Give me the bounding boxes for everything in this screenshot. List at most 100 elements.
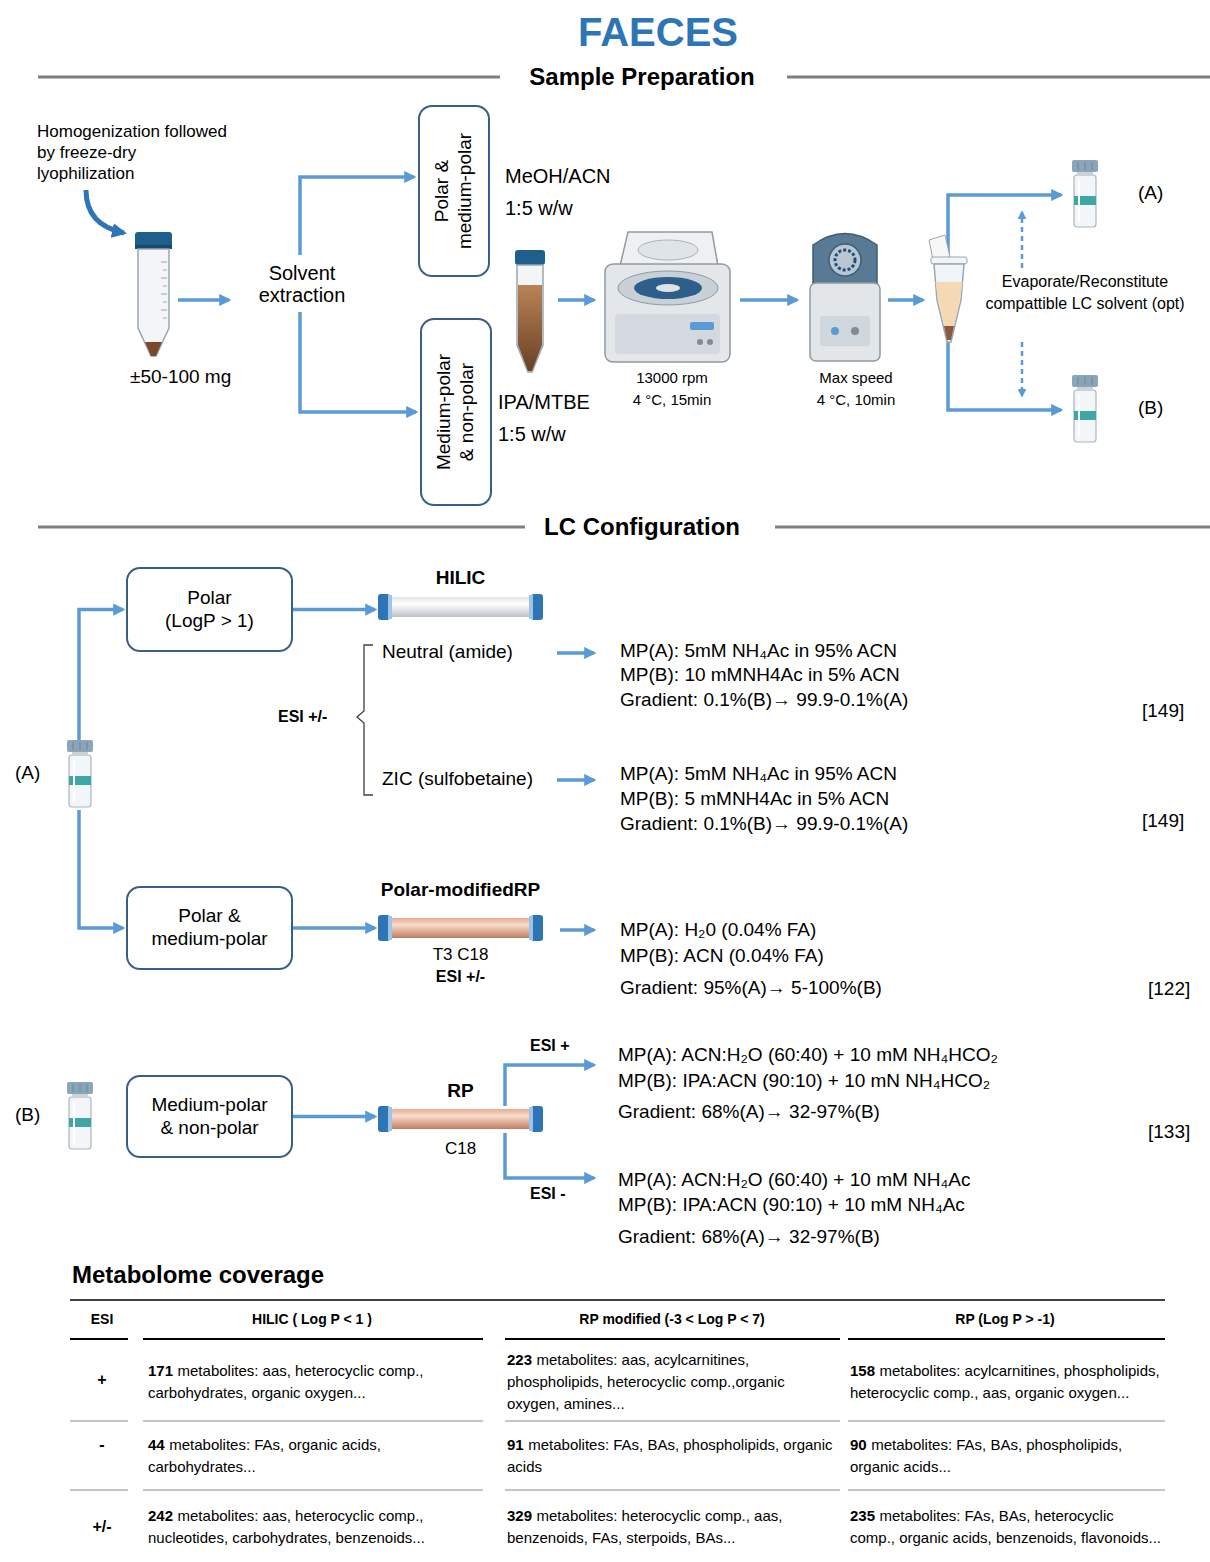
microcentrifuge bbox=[813, 234, 877, 286]
section-rule bbox=[38, 76, 500, 79]
mobile-phase: MP(A): ACN:H₂O (60:40) + 10 mM NH₄HCO₂ bbox=[618, 1044, 998, 1067]
table-title: Metabolome coverage bbox=[72, 1261, 324, 1290]
vial-icon bbox=[69, 1118, 91, 1127]
metabolite-count: 235 bbox=[850, 1507, 875, 1524]
mobile-phase: MP(A): 5mM NH₄Ac in 95% ACN bbox=[620, 763, 897, 786]
centrifuge bbox=[620, 232, 718, 266]
metabolite-classes: metabolites: FAs, organic acids, carbohy… bbox=[148, 1436, 381, 1475]
solvent-tube bbox=[517, 265, 543, 372]
gradient: Gradient: 95%(A)→ 5-100%(B) bbox=[620, 977, 882, 1000]
metabolite-count: 44 bbox=[148, 1436, 165, 1453]
flow-connector bbox=[79, 810, 123, 928]
flow-arrow bbox=[178, 177, 1061, 412]
vial-icon bbox=[69, 776, 91, 785]
table-cell: 91metabolites: FAs, BAs, phospholipids, … bbox=[507, 1424, 837, 1488]
polarity-box: Polar (LogP > 1) bbox=[126, 567, 293, 652]
column-icon bbox=[388, 595, 392, 619]
microcentrifuge bbox=[835, 250, 855, 270]
column-detail: T3 C18 bbox=[378, 945, 543, 965]
vial-icon bbox=[73, 760, 75, 802]
flow-connector bbox=[79, 610, 123, 741]
reference: [149] bbox=[1142, 810, 1184, 833]
vial-label: (A) bbox=[15, 762, 40, 784]
column-name: Polar-modifiedRP bbox=[378, 879, 543, 901]
solvent-box: Polar & medium-polar bbox=[418, 105, 490, 277]
vial-icon bbox=[69, 1097, 91, 1149]
table-cell-text: 44metabolites: FAs, organic acids, carbo… bbox=[148, 1434, 478, 1478]
microcentrifuge bbox=[829, 244, 861, 276]
metabolite-classes: metabolites: FAs, BAs, phospholipids, or… bbox=[507, 1436, 833, 1475]
lc-column: HILIC bbox=[378, 562, 543, 624]
metabolite-classes: metabolites: FAs, BAs, heterocyclic comp… bbox=[850, 1507, 1161, 1546]
section-rule bbox=[787, 76, 1210, 79]
optional-arrow bbox=[1021, 342, 1024, 396]
box-label: Polar & medium-polar bbox=[431, 129, 477, 254]
centrifuge bbox=[697, 339, 703, 345]
solvent-tube bbox=[515, 250, 545, 372]
column-detail: C18 bbox=[378, 1139, 543, 1159]
vial-icon bbox=[67, 740, 93, 808]
solvent-tube bbox=[515, 250, 545, 265]
box-label: Polar & medium-polar bbox=[147, 905, 272, 951]
mobile-phase: MP(B): 10 mMNH4Ac in 5% ACN bbox=[620, 664, 900, 687]
flow-arrow bbox=[948, 300, 1061, 410]
vial-icon bbox=[73, 742, 74, 750]
mobile-phase: MP(B): 5 mMNH4Ac in 5% ACN bbox=[620, 788, 889, 811]
flow-connector bbox=[293, 1115, 375, 1119]
table-rule bbox=[70, 1421, 1165, 1490]
bracket bbox=[357, 645, 373, 795]
flow-connector bbox=[293, 926, 375, 930]
column-icon bbox=[386, 1109, 535, 1129]
vial-icon bbox=[1092, 162, 1093, 170]
esi-mode: +/- bbox=[92, 1517, 111, 1536]
microtube bbox=[944, 326, 954, 340]
vial-icon bbox=[73, 1102, 75, 1144]
gradient: Gradient: 0.1%(B)→ 99.9-0.1%(A) bbox=[620, 689, 908, 712]
solvent-tube bbox=[518, 285, 542, 371]
table-header: RP (Log P > -1) bbox=[955, 1311, 1054, 1328]
column-icon bbox=[378, 1106, 543, 1132]
column-icon bbox=[378, 915, 543, 941]
microtube bbox=[929, 235, 950, 260]
centrifuge-setting: 13000 rpm 4 °C, 15min bbox=[632, 367, 713, 411]
gradient: Gradient: 0.1%(B)→ 99.9-0.1%(A) bbox=[620, 813, 908, 836]
vial-icon bbox=[87, 742, 88, 750]
table-cell-text: 90metabolites: FAs, BAs, phospholipids, … bbox=[850, 1434, 1162, 1478]
centrifuge bbox=[638, 240, 698, 260]
flow-connector bbox=[293, 608, 375, 612]
section-rule bbox=[38, 77, 1210, 527]
box-label: Polar (LogP > 1) bbox=[160, 587, 260, 633]
gradient: Gradient: 68%(A)→ 32-97%(B) bbox=[618, 1226, 880, 1249]
vial-icon bbox=[67, 1082, 93, 1150]
column-name: RP bbox=[378, 1080, 543, 1102]
reference: [133] bbox=[1148, 1121, 1190, 1144]
microtube bbox=[931, 257, 967, 264]
mobile-phase: MP(B): IPA:ACN (90:10) + 10 mN NH₄HCO₂ bbox=[618, 1070, 990, 1093]
table-cell: 44metabolites: FAs, organic acids, carbo… bbox=[148, 1424, 478, 1488]
flow-arrow bbox=[505, 653, 594, 1178]
table-cell: 242metabolites: aas, heterocyclic comp.,… bbox=[148, 1492, 478, 1562]
vial-icon bbox=[73, 1084, 74, 1092]
table-cell-text: 91metabolites: FAs, BAs, phospholipids, … bbox=[507, 1434, 837, 1478]
mobile-phase: MP(B): IPA:ACN (90:10) + 10 mM NH₄Ac bbox=[618, 1194, 965, 1217]
centrifuge bbox=[605, 232, 730, 362]
mobile-phase: MP(A): 5mM NH₄Ac in 95% ACN bbox=[620, 640, 897, 663]
microtube bbox=[929, 235, 967, 342]
vial-icon bbox=[80, 742, 81, 750]
column-chemistry: ZIC (sulfobetaine) bbox=[382, 768, 533, 791]
column-icon bbox=[386, 597, 535, 617]
vial-label: (A) bbox=[1138, 182, 1163, 204]
table-cell: 235metabolites: FAs, BAs, heterocyclic c… bbox=[850, 1492, 1162, 1562]
bracket bbox=[357, 645, 373, 795]
vial-icon bbox=[1072, 375, 1098, 387]
section-rule bbox=[38, 526, 525, 529]
flow-arrow bbox=[300, 177, 414, 255]
table-rule bbox=[70, 1299, 1165, 1301]
table-cell-text: 235metabolites: FAs, BAs, heterocyclic c… bbox=[850, 1505, 1162, 1549]
microcentrifuge bbox=[820, 316, 870, 346]
microcentrifuge bbox=[831, 327, 839, 335]
box-label: Medium-polar & non-polar bbox=[433, 350, 479, 475]
metabolite-classes: metabolites: heterocyclic comp., aas, be… bbox=[507, 1507, 782, 1546]
column-icon bbox=[529, 1107, 533, 1131]
